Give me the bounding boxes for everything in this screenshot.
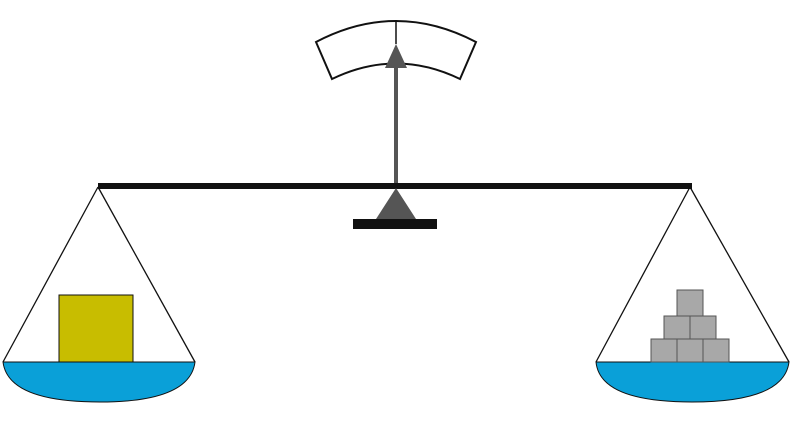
left-pan-object xyxy=(58,294,134,363)
weight-block xyxy=(702,338,730,363)
weight-block xyxy=(650,338,678,363)
fulcrum xyxy=(353,188,437,229)
weight-block xyxy=(676,289,704,317)
left-pan xyxy=(2,186,196,403)
weight-block xyxy=(689,315,717,340)
right-pan-bowl xyxy=(595,361,790,403)
pointer xyxy=(385,44,407,188)
left-pan-string-right xyxy=(97,186,196,363)
right-pan-string-left xyxy=(595,186,691,363)
weight-block xyxy=(676,338,704,363)
beam xyxy=(98,183,692,189)
fulcrum-base xyxy=(353,219,437,229)
right-pan-string-right xyxy=(689,186,790,363)
pointer-rod xyxy=(394,66,398,188)
pointer-arrowhead xyxy=(385,44,407,68)
left-pan-string-left xyxy=(2,186,99,363)
fulcrum-triangle xyxy=(376,188,416,219)
weight-block xyxy=(663,315,691,340)
left-pan-bowl xyxy=(2,361,196,403)
right-pan xyxy=(595,186,790,403)
right-pan-weights xyxy=(650,289,730,363)
